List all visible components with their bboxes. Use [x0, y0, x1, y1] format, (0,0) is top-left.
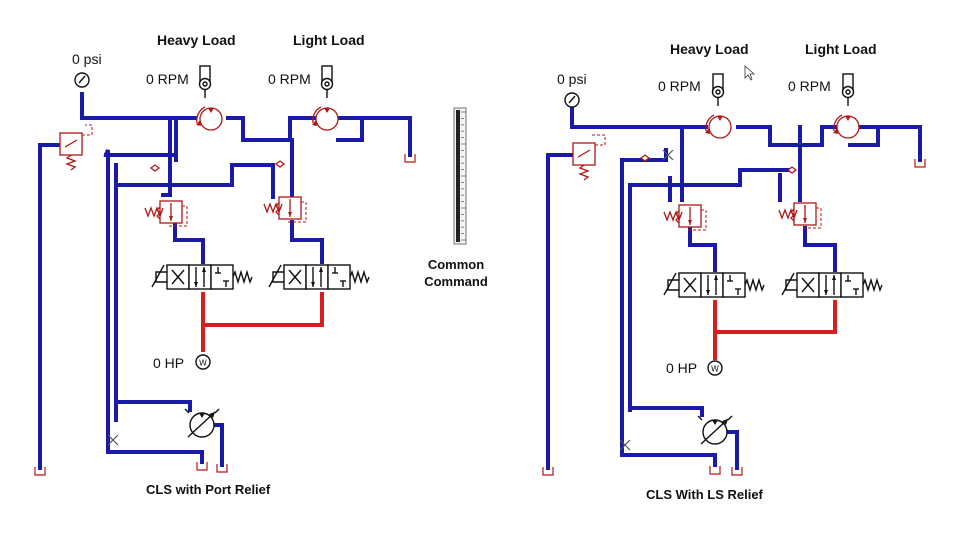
left-circuit-title: CLS with Port Relief [146, 482, 271, 497]
common-command[interactable]: Common Command [424, 107, 488, 289]
command-slider-bar [456, 110, 460, 242]
left-light-rpm: 0 RPM [268, 71, 311, 87]
command-slider-ticks [461, 111, 466, 241]
right-heavy-rpm: 0 RPM [658, 78, 701, 94]
right-light-rpm: 0 RPM [788, 78, 831, 94]
right-power-reading: 0 HP [666, 360, 697, 376]
right-circuit-title: CLS With LS Relief [646, 487, 764, 502]
left-heavy-rpm: 0 RPM [146, 71, 189, 87]
common-command-label-2: Command [424, 274, 488, 289]
common-command-label-1: Common [428, 257, 484, 272]
left-power-reading: 0 HP [153, 355, 184, 371]
mouse-cursor-icon [744, 65, 756, 81]
right-circuit: 0 psi Heavy Load Light Load 0 RPM 0 RPM … [542, 41, 926, 502]
left-pressure-reading: 0 psi [72, 51, 102, 67]
left-circuit: 0 psi Heavy Load Light Load 0 RPM 0 RPM … [34, 32, 416, 497]
right-light-load-label: Light Load [805, 41, 877, 57]
right-pressure-reading: 0 psi [557, 71, 587, 87]
right-heavy-load-label: Heavy Load [670, 41, 749, 57]
left-light-load-label: Light Load [293, 32, 365, 48]
left-heavy-load-label: Heavy Load [157, 32, 236, 48]
